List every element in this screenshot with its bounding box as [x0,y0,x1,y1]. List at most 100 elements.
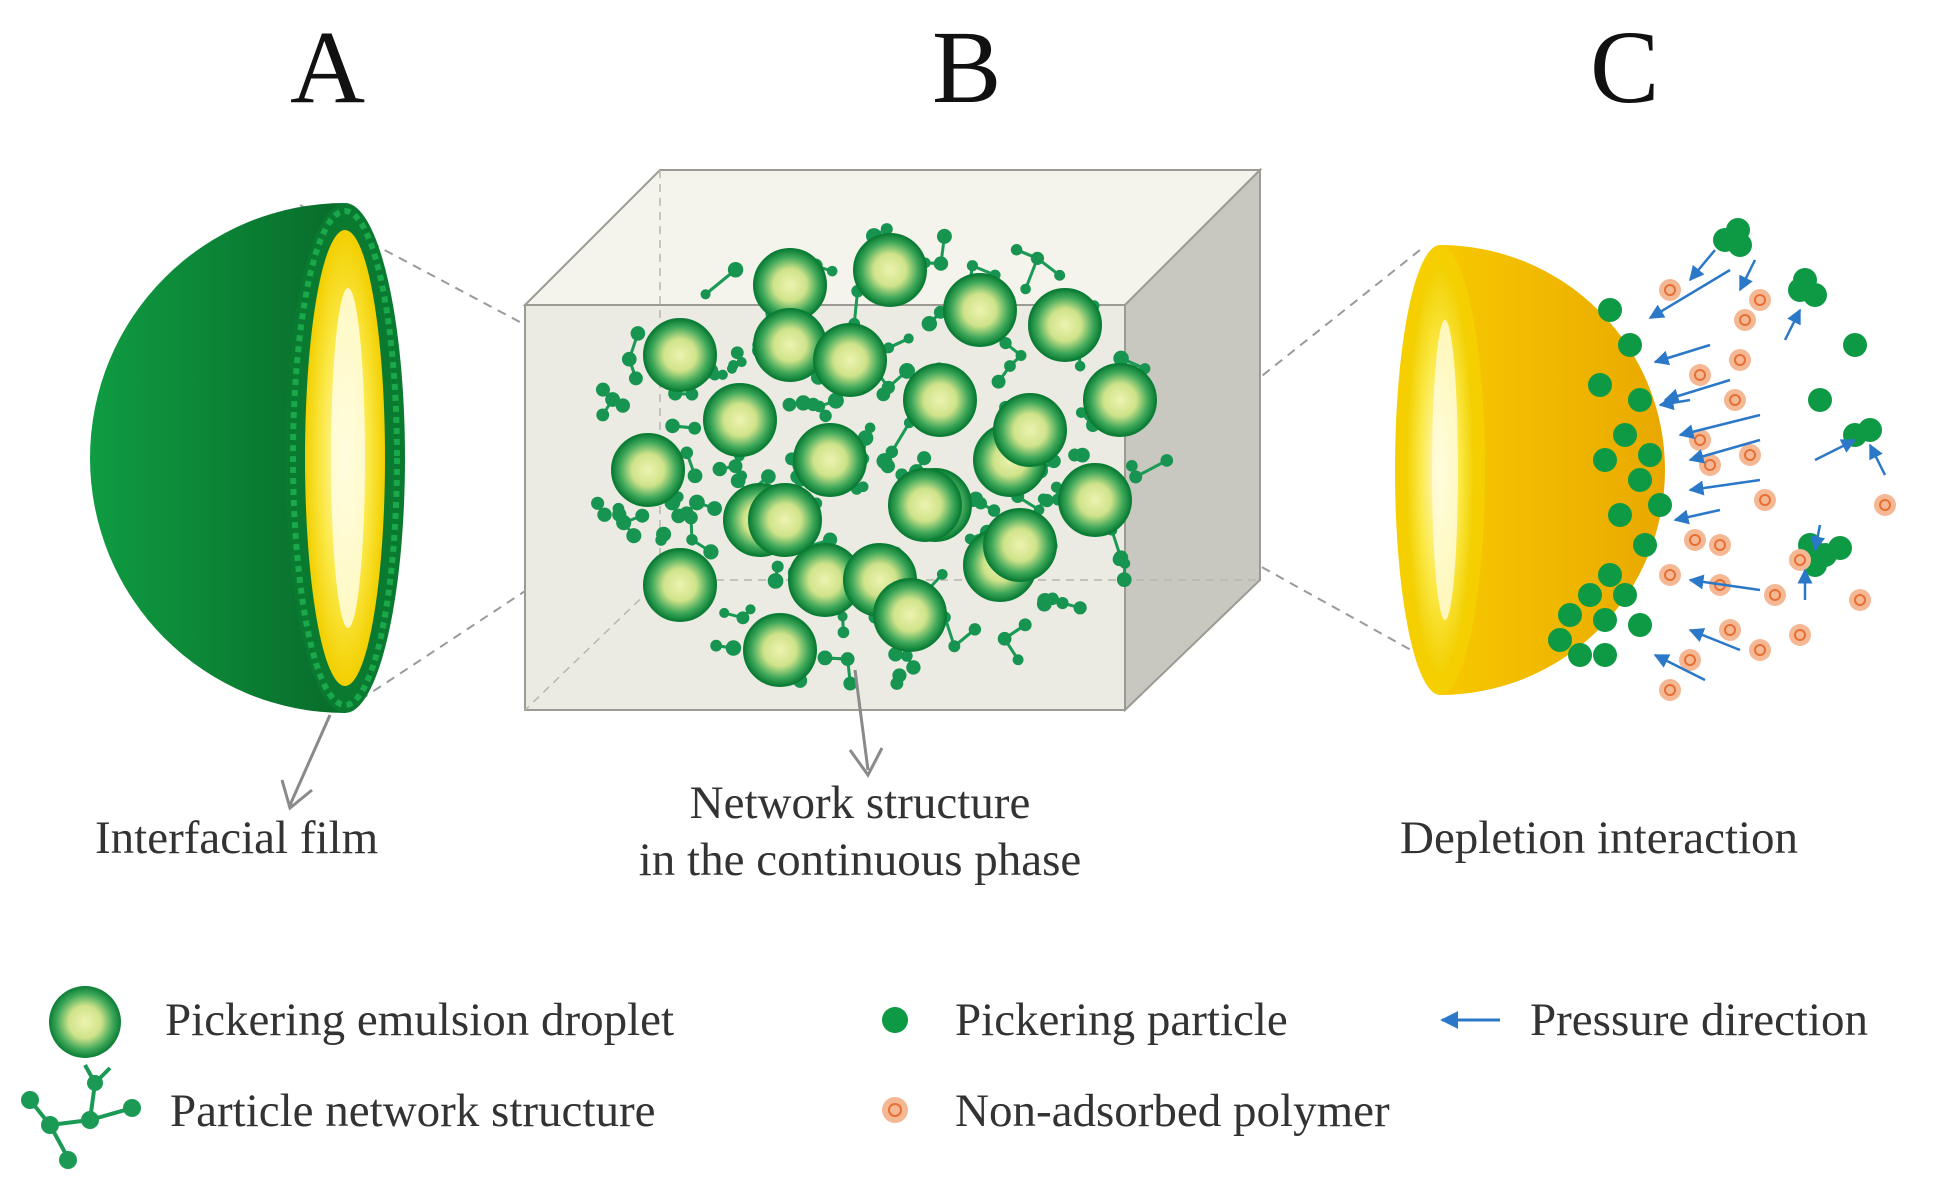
network-node [987,504,1001,517]
non-adsorbed-polymer-core [1704,459,1716,471]
network-node [997,631,1012,646]
pressure-arrow [1673,508,1721,525]
network-node [883,342,895,354]
network-node [1075,407,1087,418]
network-node [936,568,948,580]
network-node [1020,283,1031,295]
pressure-arrow [1678,413,1761,440]
pickering-particle [1593,448,1617,472]
pickering-particle [1843,333,1867,357]
panel-b-caption-line1: Network structure [689,777,1031,829]
network-node [703,544,719,560]
pickering-particle [1608,503,1632,527]
non-adsorbed-polymer-core [1684,654,1696,666]
non-adsorbed-polymer-core [1664,569,1676,581]
legend-particle-icon [882,1007,908,1033]
pressure-arrow [1658,395,1691,411]
network-node [595,382,610,397]
pickering-particle [1598,298,1622,322]
network-node [596,408,610,422]
pressure-arrow [1868,443,1887,476]
non-adsorbed-polymer [1659,679,1681,701]
panel-b-label: B [932,10,1002,125]
network-node [817,650,833,666]
network-node [725,640,742,656]
network-node [881,380,895,395]
network-node [597,507,612,522]
emulsion-droplet [1083,363,1157,437]
network-node [745,604,756,615]
non-adsorbed-polymer-core [1739,314,1751,326]
emulsion-droplets-cluster [611,233,1157,687]
non-adsorbed-polymer [1874,494,1896,516]
network-node [605,392,620,407]
network-node [837,626,850,639]
non-adsorbed-polymer [1659,564,1681,586]
network-node [688,421,702,435]
legend-particle-label: Pickering particle [955,994,1288,1046]
emulsion-droplet [993,393,1067,467]
pressure-arrow [1663,378,1731,404]
non-adsorbed-polymer-core [1694,369,1706,381]
pickering-particle [1613,583,1637,607]
emulsion-droplet [793,423,867,497]
network-node [730,346,744,360]
network-node [710,639,723,652]
non-adsorbed-polymer [1684,529,1706,551]
pickering-particle [1858,418,1882,442]
pickering-particle [1628,388,1652,412]
legend-droplet-icon [49,986,121,1058]
pickering-particle [1568,643,1592,667]
network-node [1037,593,1053,609]
non-adsorbed-polymer-core [1734,354,1746,366]
pressure-arrow [1653,653,1706,682]
non-adsorbed-polymer-core [1714,539,1726,551]
emulsion-droplet [611,433,685,507]
pickering-particle [1808,388,1832,412]
emulsion-droplet [813,323,887,397]
network-node [936,228,952,244]
non-adsorbed-polymer [1754,489,1776,511]
network-node [1113,350,1129,367]
non-adsorbed-polymer-core [1794,629,1806,641]
network-node [712,461,727,477]
panel-c-caption: Depletion interaction [1400,812,1799,864]
network-node [626,528,642,544]
pickering-particle [1598,563,1622,587]
network-node [700,289,711,300]
network-node [628,371,643,386]
non-adsorbed-polymer [1749,639,1771,661]
non-adsorbed-polymer [1789,549,1811,571]
legend-symbols [21,986,1500,1169]
network-node [1116,572,1132,587]
pickering-particle [1793,268,1817,292]
pickering-particle [1548,628,1572,652]
pickering-particle [1648,493,1672,517]
pickering-particle [1728,233,1752,257]
network-node [999,336,1012,350]
panel-b-box [522,167,1263,778]
network-node [901,650,913,662]
legend-network-icon [21,1064,141,1169]
network-node [727,262,744,278]
pickering-particle [1593,608,1617,632]
network-node [616,515,632,531]
emulsion-droplet [1058,463,1132,537]
network-node [684,510,698,525]
non-adsorbed-polymer-core [1754,644,1766,656]
network-node [771,560,784,573]
network-node [880,458,895,474]
pickering-particle [1613,423,1637,447]
network-node [885,445,899,459]
non-adsorbed-polymer [1789,624,1811,646]
network-node [1012,654,1024,666]
network-node [665,418,680,434]
panel-a-caption: Interfacial film [95,812,379,864]
network-node [1030,251,1045,265]
network-node [966,260,978,272]
pickering-particle [1628,613,1652,637]
non-adsorbed-polymer-core [1754,294,1766,306]
network-node [685,387,699,401]
panel-b-caption: Network structure in the continuous phas… [590,775,1130,890]
network-node [1074,360,1086,372]
